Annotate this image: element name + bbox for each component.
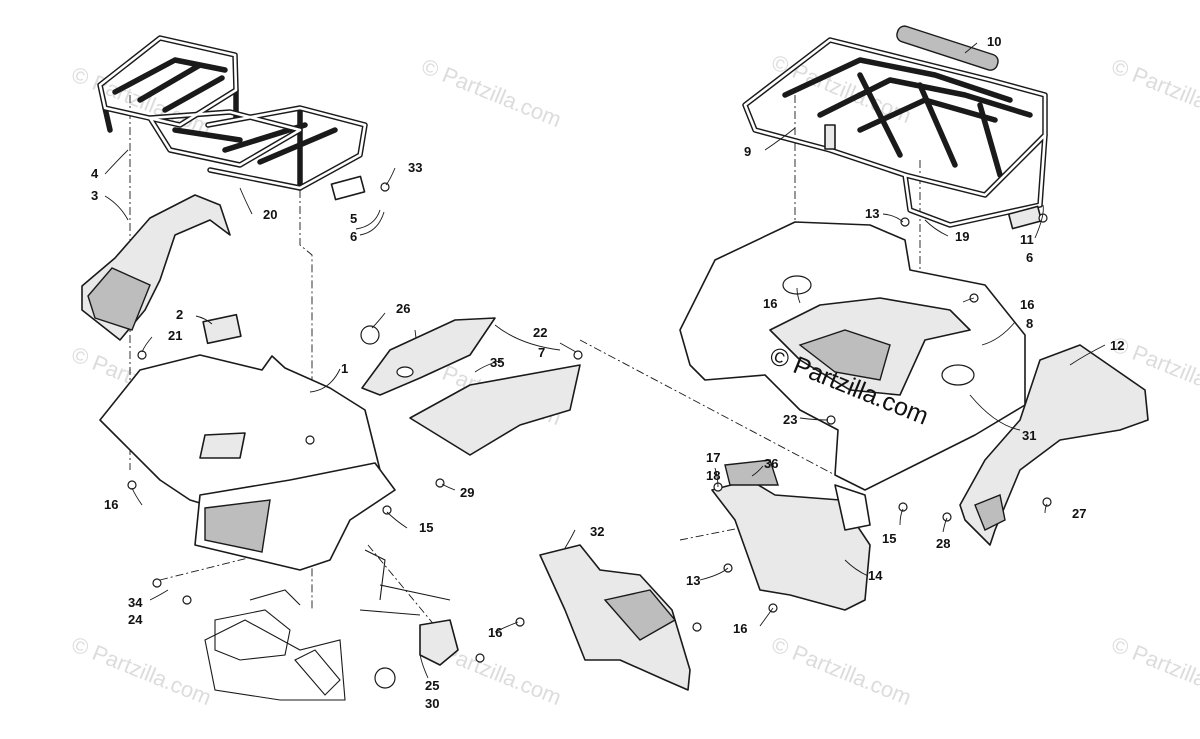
mud-flap <box>711 459 871 611</box>
callout-12: 12 <box>1110 338 1124 353</box>
callout-2: 2 <box>176 307 183 322</box>
clamp <box>374 667 396 689</box>
callout-15b: 15 <box>882 531 896 546</box>
callout-16: 16 <box>104 497 118 512</box>
callout-16b: 16 <box>763 296 777 311</box>
callout-25: 25 <box>425 678 439 693</box>
callout-10: 10 <box>987 34 1001 49</box>
callout-1: 1 <box>341 361 348 376</box>
callout-30: 30 <box>425 696 439 711</box>
callout-21: 21 <box>168 328 182 343</box>
callout-6: 6 <box>350 229 357 244</box>
callout-23: 23 <box>783 412 797 427</box>
callout-6b: 6 <box>1026 250 1033 265</box>
rear-body <box>679 221 1026 491</box>
grommet <box>396 366 414 378</box>
callout-32: 32 <box>590 524 604 539</box>
callout-16d: 16 <box>488 625 502 640</box>
callout-33: 33 <box>408 160 422 175</box>
callout-28: 28 <box>936 536 950 551</box>
callout-35: 35 <box>490 355 504 370</box>
callout-16e: 16 <box>733 621 747 636</box>
splash-panel <box>539 544 691 691</box>
watermark: © Partzilla.com <box>68 631 215 710</box>
rear-rack <box>742 25 1048 230</box>
callout-4: 4 <box>91 166 99 181</box>
callout-16c: 16 <box>1020 297 1034 312</box>
decal-plate <box>202 313 242 345</box>
callout-20: 20 <box>263 207 277 222</box>
callout-31: 31 <box>1022 428 1036 443</box>
callout-11: 11 <box>1020 232 1034 247</box>
callout-24: 24 <box>128 612 143 627</box>
callout-5: 5 <box>350 211 357 226</box>
callout-numbers: 1 2 3 4 5 6 6 7 8 9 10 11 12 13 13 14 15… <box>91 34 1124 711</box>
callout-17: 17 <box>706 450 720 465</box>
reflector <box>1007 205 1043 230</box>
front-frame <box>204 549 459 701</box>
callout-22: 22 <box>533 325 547 340</box>
rack-mount <box>824 124 836 150</box>
callout-29: 29 <box>460 485 474 500</box>
front-fender-left <box>81 194 231 341</box>
callout-8: 8 <box>1026 316 1033 331</box>
callout-3: 3 <box>91 188 98 203</box>
side-panels <box>360 317 581 456</box>
watermark: © Partzilla.com <box>418 53 565 132</box>
watermark: © Partzilla.com <box>768 631 915 710</box>
cap <box>941 364 975 386</box>
callout-13b: 13 <box>865 206 879 221</box>
callout-14: 14 <box>868 568 883 583</box>
callout-13: 13 <box>686 573 700 588</box>
watermark: © Partzilla.com <box>1108 631 1200 710</box>
front-body <box>99 313 396 571</box>
callout-19: 19 <box>955 229 969 244</box>
callout-26: 26 <box>396 301 410 316</box>
callout-27: 27 <box>1072 506 1086 521</box>
callout-7: 7 <box>538 345 545 360</box>
callout-18: 18 <box>706 468 720 483</box>
cap <box>782 275 812 295</box>
callout-9: 9 <box>744 144 751 159</box>
rear-fender <box>959 344 1149 546</box>
reflector <box>330 175 366 201</box>
callout-36: 36 <box>764 456 778 471</box>
watermark: © Partzilla.com <box>1108 53 1200 132</box>
callout-34: 34 <box>128 595 143 610</box>
grommet <box>360 325 380 345</box>
callout-15: 15 <box>419 520 433 535</box>
grab-grip <box>896 25 999 71</box>
front-rack <box>97 35 368 201</box>
leader-lines <box>104 42 1106 679</box>
